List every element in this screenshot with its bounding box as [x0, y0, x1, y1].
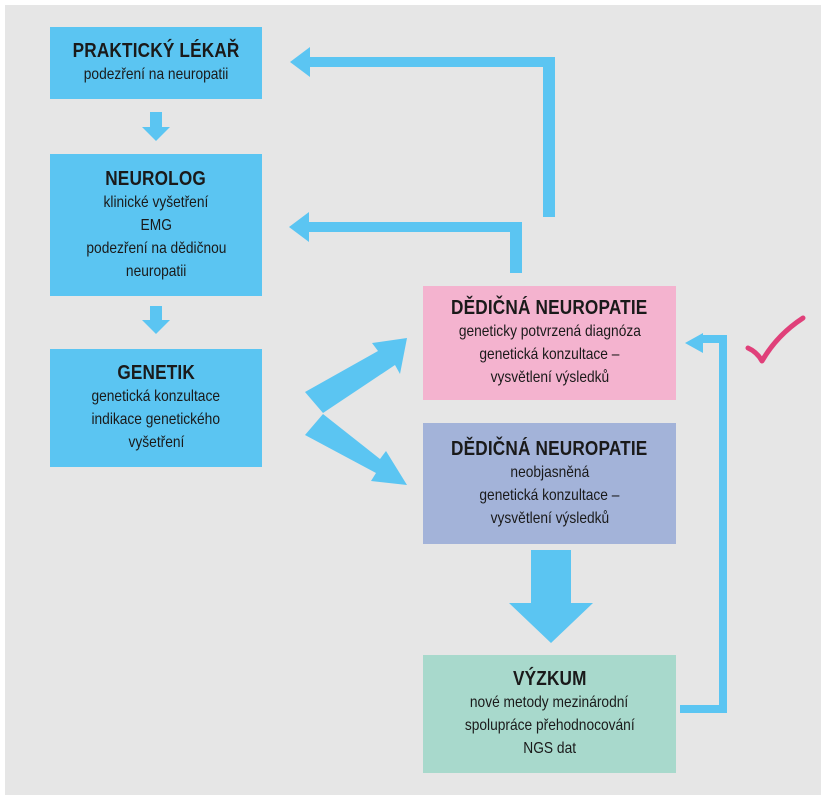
box-neurolog: NEUROLOG klinické vyšetření EMG podezřen… — [50, 154, 262, 296]
arrow-vyzkum-to-potvrzena — [680, 333, 727, 713]
box-prakticky-lekar: PRAKTICKÝ LÉKAŘ podezření na neuropatii — [50, 27, 262, 99]
box-title: DĚDIČNÁ NEUROPATIE — [451, 297, 648, 319]
arrow-down-1 — [142, 112, 170, 141]
box-line: geneticky potvrzená diagnóza — [458, 323, 641, 340]
box-line: klinické vyšetření — [103, 193, 209, 211]
box-vyzkum: VÝZKUM nové metody mezinárodní spoluprác… — [423, 655, 676, 773]
box-line: podezření na neuropatii — [83, 66, 229, 83]
arrow-genetik-to-potvrzena — [305, 338, 407, 413]
box-dedicna-neuropatie-potvrzena: DĚDIČNÁ NEUROPATIE geneticky potvrzená d… — [423, 286, 676, 400]
box-genetik: GENETIK genetická konzultace indikace ge… — [50, 349, 262, 467]
box-title: DĚDIČNÁ NEUROPATIE — [451, 437, 648, 460]
box-line: podezření na dědičnou — [85, 239, 226, 257]
box-line: genetická konzultace – — [479, 486, 620, 504]
arrow-feedback-neurolog — [289, 212, 522, 273]
box-dedicna-neuropatie-neobjasnena: DĚDIČNÁ NEUROPATIE neobjasněná genetická… — [423, 423, 676, 544]
arrow-down-vyzkum — [509, 550, 593, 643]
arrow-down-2 — [142, 306, 170, 334]
arrow-feedback-prakticky — [290, 47, 555, 217]
box-line: spolupráce přehodnocování — [464, 717, 635, 734]
box-line: EMG — [140, 216, 172, 234]
box-line: vysvětlení výsledků — [490, 369, 609, 386]
checkmark-icon — [745, 315, 806, 364]
box-line: NGS dat — [523, 740, 576, 757]
box-line: vysvětlení výsledků — [490, 509, 609, 527]
box-line: nové metody mezinárodní — [470, 694, 629, 711]
arrow-genetik-to-neobjasnena — [305, 414, 407, 485]
box-title: VÝZKUM — [512, 668, 587, 690]
connectors-layer — [142, 47, 806, 713]
box-line: vyšetření — [128, 434, 184, 451]
box-line: neobjasněná — [510, 463, 589, 481]
box-title: GENETIK — [117, 362, 195, 384]
box-line: genetická konzultace – — [479, 346, 620, 363]
box-title: PRAKTICKÝ LÉKAŘ — [72, 40, 240, 62]
box-line: genetická konzultace — [91, 388, 221, 405]
box-title: NEUROLOG — [105, 167, 207, 190]
box-line: neuropatii — [125, 262, 187, 280]
diagram-canvas: PRAKTICKÝ LÉKAŘ podezření na neuropatii … — [5, 5, 821, 795]
box-line: indikace genetického — [91, 411, 221, 428]
